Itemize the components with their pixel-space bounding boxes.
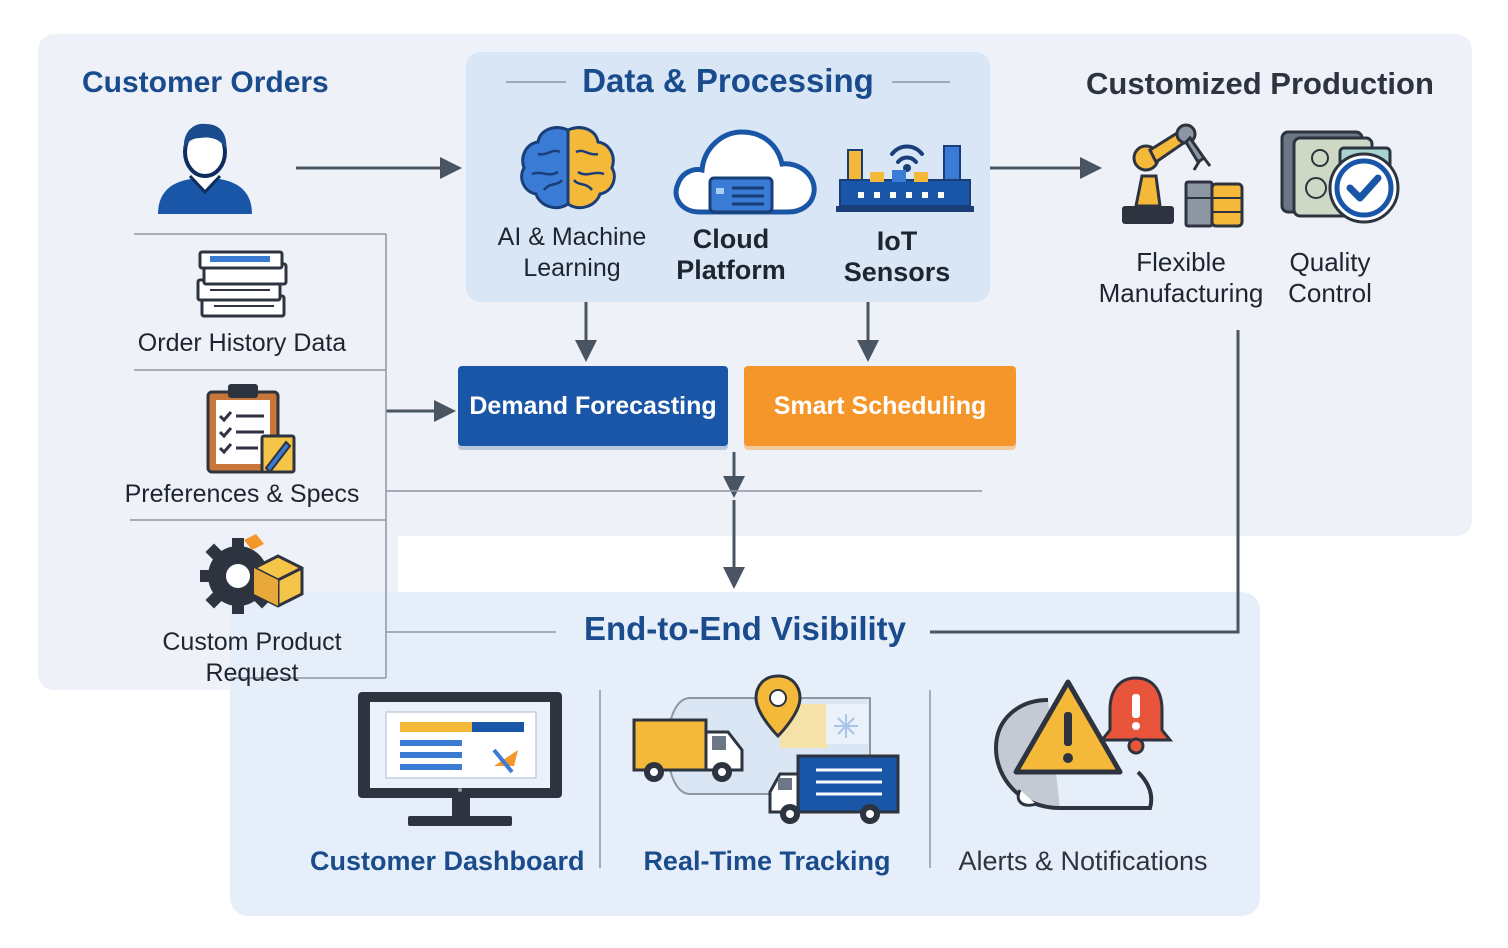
- cloud-platform-label: Cloud Platform: [660, 224, 802, 286]
- customer-person-icon: [158, 123, 252, 214]
- customer-orders-title: Customer Orders: [82, 66, 329, 99]
- order-history-label: Order History Data: [137, 329, 347, 357]
- flexible-manufacturing-label-line2: Manufacturing: [1098, 278, 1264, 308]
- real-time-tracking-label: Real-Time Tracking: [643, 846, 891, 876]
- cloud-platform-label-line1: Cloud: [692, 224, 770, 254]
- cloud-platform-label-line2: Platform: [676, 255, 786, 285]
- custom-product-gear-box-icon: [200, 534, 304, 614]
- custom-product-label: Custom Product Request: [162, 628, 342, 687]
- ai-ml-label-line2: Learning: [523, 254, 621, 282]
- cloud-icon: [673, 129, 817, 215]
- smart-scheduling-box: Smart Scheduling: [744, 366, 1016, 446]
- preferences-label: Preferences & Specs: [124, 480, 360, 508]
- preferences-clipboard-icon: [206, 384, 296, 474]
- iot-sensors-label: IoT Sensors: [836, 226, 958, 288]
- quality-control-label: Quality Control: [1278, 247, 1382, 309]
- ai-ml-label-line1: AI & Machine: [497, 223, 647, 251]
- quality-control-label-line2: Control: [1288, 278, 1372, 308]
- tracking-truck-map-icon: [632, 674, 900, 824]
- customer-dashboard-label: Customer Dashboard: [310, 846, 585, 876]
- data-processing-title: Data & Processing: [582, 62, 874, 99]
- dashboard-monitor-icon: [358, 692, 562, 826]
- iot-factory-icon: [836, 144, 974, 212]
- robot-arm-icon: [1122, 123, 1244, 228]
- ai-ml-label: AI & Machine Learning: [494, 222, 650, 284]
- demand-forecasting-box: Demand Forecasting: [458, 366, 728, 446]
- brain-icon: [520, 126, 616, 210]
- visibility-title: End-to-End Visibility: [583, 610, 907, 647]
- alerts-notifications-label: Alerts & Notifications: [958, 846, 1208, 876]
- order-history-icon: [196, 250, 288, 318]
- flexible-manufacturing-label: Flexible Manufacturing: [1090, 247, 1272, 309]
- quality-control-check-icon: [1280, 130, 1400, 224]
- iot-sensors-label-line1: IoT: [876, 226, 918, 256]
- flexible-manufacturing-label-line1: Flexible: [1136, 247, 1226, 277]
- customized-production-title: Customized Production: [1086, 66, 1434, 101]
- alerts-warning-bell-icon: [993, 676, 1174, 810]
- iot-sensors-label-line2: Sensors: [843, 257, 951, 287]
- quality-control-label-line1: Quality: [1289, 247, 1371, 277]
- line-production-to-visibility: [930, 330, 1240, 634]
